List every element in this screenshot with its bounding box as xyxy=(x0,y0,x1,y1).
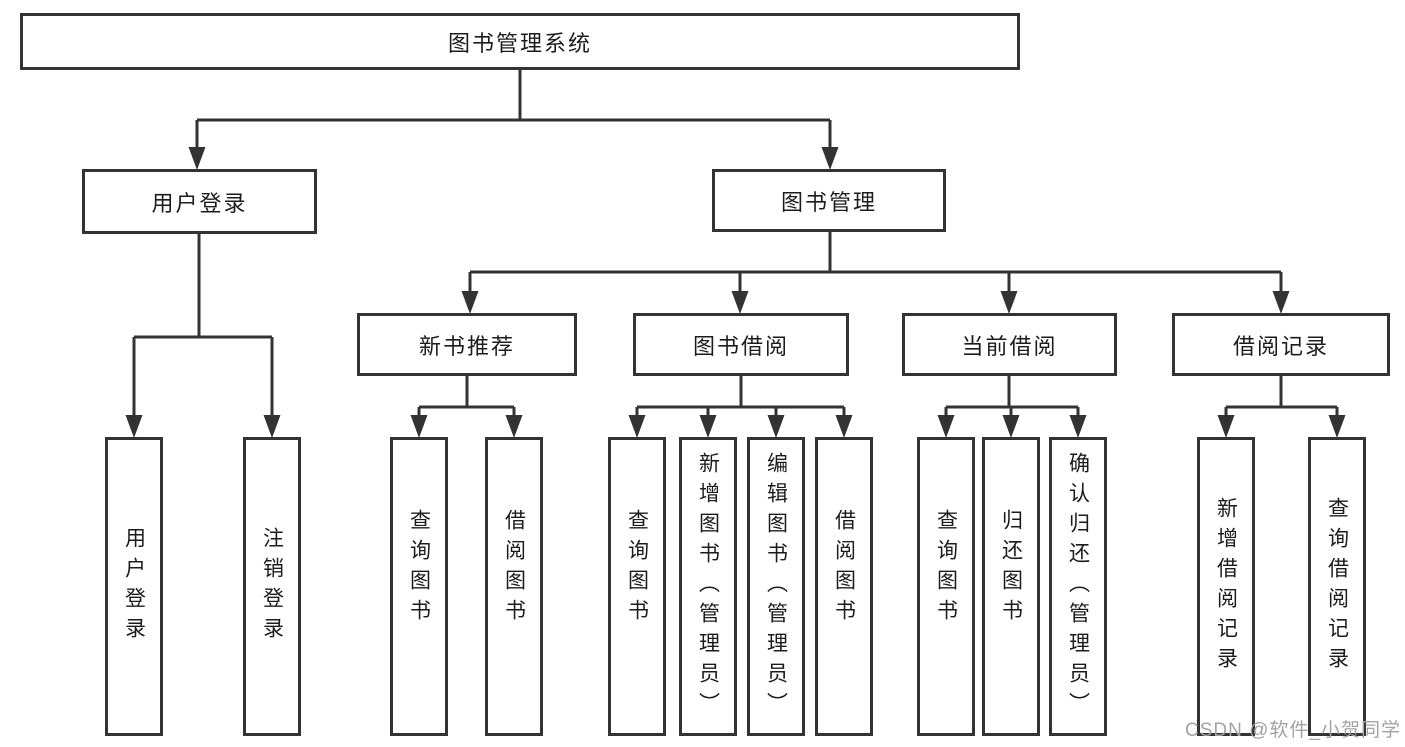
leaf-user-login-action: 用户登录 xyxy=(105,437,163,736)
node-new-book-recommend-label: 新书推荐 xyxy=(418,333,515,359)
node-new-book-recommend: 新书推荐 xyxy=(357,313,577,376)
leaf-label: 注销登录 xyxy=(260,526,284,647)
leaf-label: 借阅图书 xyxy=(832,508,856,629)
leaf-recommend-query-book: 查询图书 xyxy=(390,437,448,736)
node-user-login: 用户登录 xyxy=(82,169,317,234)
leaf-add-book-admin: 新增图书（管理员） xyxy=(679,437,737,736)
leaf-return-book: 归还图书 xyxy=(982,437,1040,736)
leaf-edit-book-admin: 编辑图书（管理员） xyxy=(747,437,805,736)
arrowheads xyxy=(125,147,1346,438)
leaf-label: 确认归还（管理员） xyxy=(1066,451,1090,722)
leaf-current-query-book: 查询图书 xyxy=(917,437,975,736)
leaf-confirm-return-admin: 确认归还（管理员） xyxy=(1049,437,1107,736)
node-user-login-label: 用户登录 xyxy=(151,190,248,216)
leaf-label: 新增图书（管理员） xyxy=(696,451,720,722)
node-book-borrow-label: 图书借阅 xyxy=(692,333,789,359)
node-borrow-record: 借阅记录 xyxy=(1172,313,1390,376)
leaf-add-borrow-record: 新增借阅记录 xyxy=(1197,437,1255,736)
node-root-label: 图书管理系统 xyxy=(447,30,592,56)
leaf-recommend-borrow-book: 借阅图书 xyxy=(485,437,543,736)
leaf-label: 查询图书 xyxy=(625,508,649,629)
leaf-borrow-book: 借阅图书 xyxy=(815,437,873,736)
node-root: 图书管理系统 xyxy=(20,13,1020,70)
leaf-label: 用户登录 xyxy=(122,526,146,647)
node-current-borrow: 当前借阅 xyxy=(902,313,1117,376)
leaf-query-borrow-record: 查询借阅记录 xyxy=(1308,437,1366,736)
leaf-label: 查询借阅记录 xyxy=(1325,496,1349,677)
node-borrow-record-label: 借阅记录 xyxy=(1232,333,1329,359)
node-current-borrow-label: 当前借阅 xyxy=(961,333,1058,359)
leaf-label: 编辑图书（管理员） xyxy=(764,451,788,722)
csdn-watermark: CSDN @软件_小贺同学 xyxy=(1185,720,1401,741)
node-book-management-label: 图书管理 xyxy=(780,189,877,215)
leaf-label: 查询图书 xyxy=(934,508,958,629)
node-book-management: 图书管理 xyxy=(712,169,946,232)
leaf-label: 查询图书 xyxy=(407,508,431,629)
leaf-label: 借阅图书 xyxy=(502,508,526,629)
leaf-label: 新增借阅记录 xyxy=(1214,496,1238,677)
leaf-logout: 注销登录 xyxy=(243,437,301,736)
node-book-borrow: 图书借阅 xyxy=(633,313,849,376)
leaf-borrow-query-book: 查询图书 xyxy=(608,437,666,736)
leaf-label: 归还图书 xyxy=(999,508,1023,629)
